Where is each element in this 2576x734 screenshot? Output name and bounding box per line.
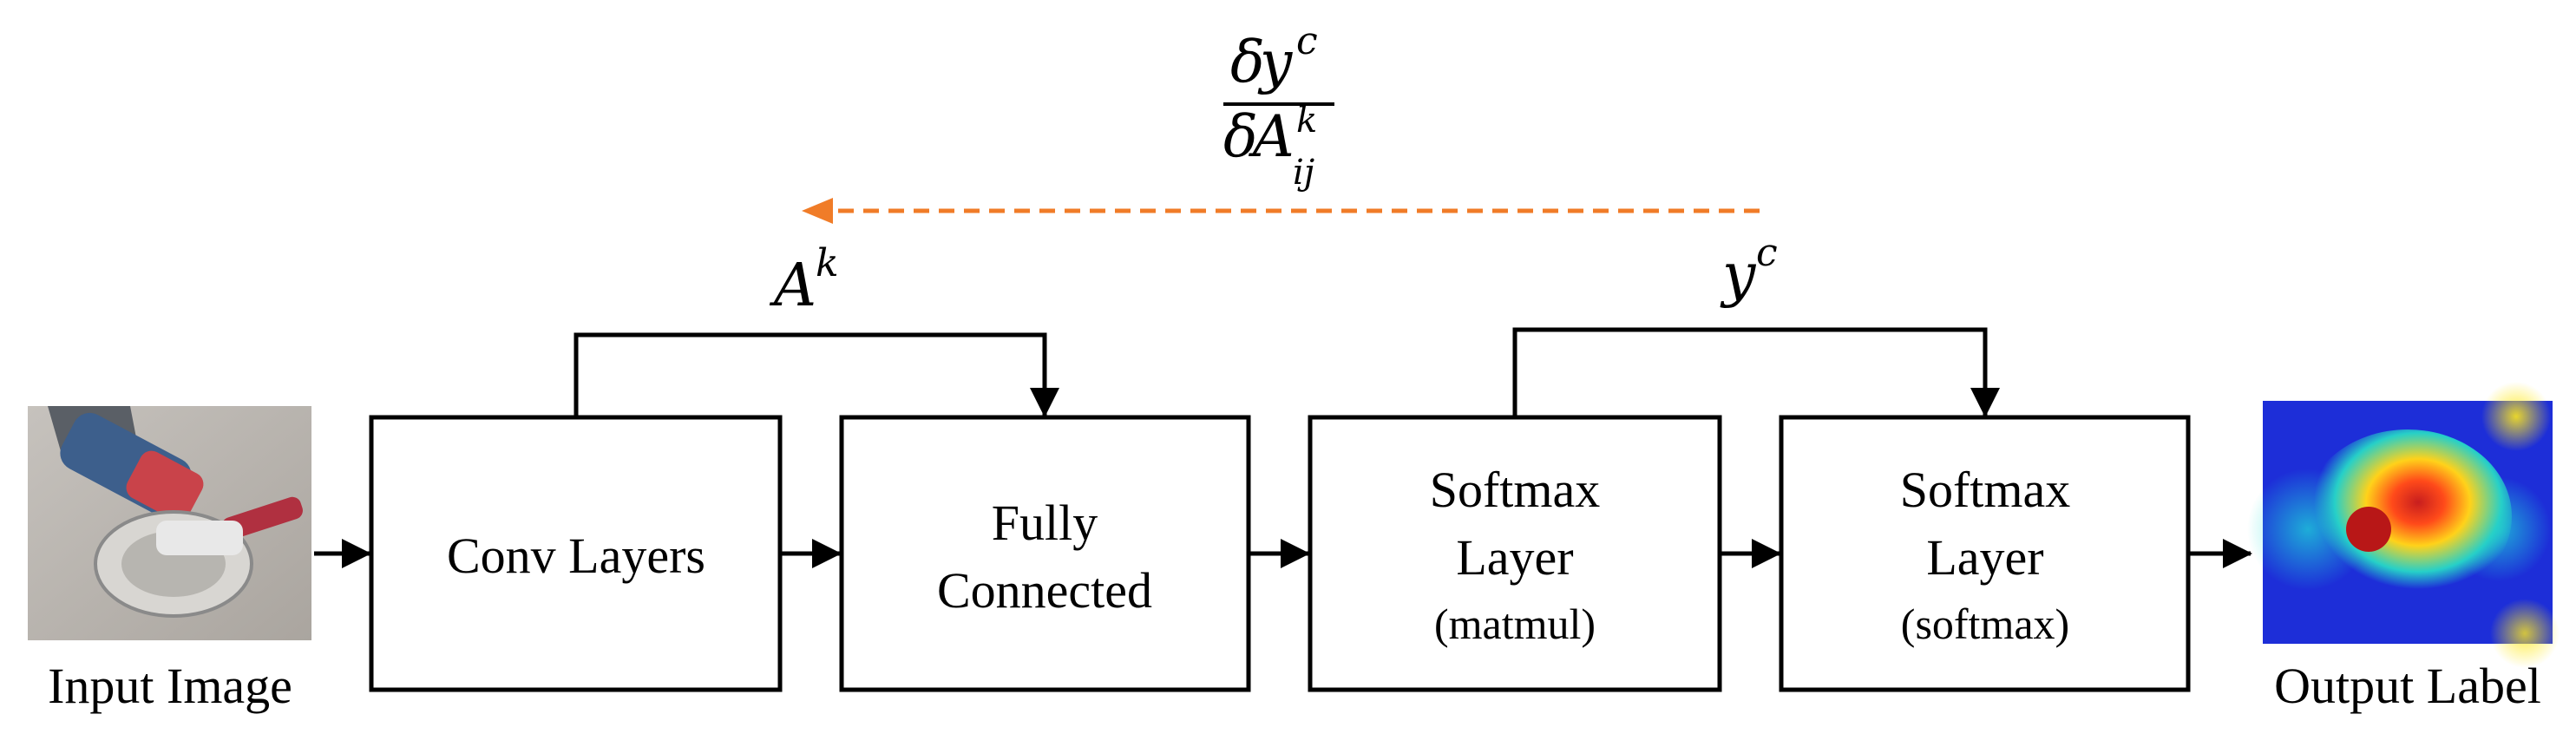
activation-connector	[574, 332, 1059, 417]
svg-text:δ: δ	[1230, 29, 1265, 95]
activation-label: A k	[769, 241, 839, 320]
softmax-matmul-block	[1308, 415, 1722, 692]
svg-text:ij: ij	[1293, 153, 1314, 193]
fully-connected-line2: Connected	[937, 562, 1152, 619]
svg-text:k: k	[816, 241, 839, 285]
svg-text:y: y	[1257, 29, 1293, 95]
softmax-softmax-block	[1779, 415, 2191, 692]
input-image-label: Input Image	[48, 658, 292, 714]
softmax-matmul-line1: Softmax	[1430, 462, 1601, 518]
score-label: y c	[1720, 231, 1778, 310]
conv-layers-label: Conv Layers	[447, 528, 705, 584]
fully-connected-block	[839, 415, 1251, 692]
softmax-softmax-line3: (softmax)	[1901, 600, 2069, 648]
svg-text:A: A	[1248, 103, 1295, 170]
output-label-text: Output Label	[2274, 658, 2541, 714]
fully-connected-line1: Fully	[992, 495, 1098, 551]
svg-text:δ: δ	[1223, 103, 1258, 170]
svg-text:c: c	[1756, 231, 1778, 275]
svg-text:k: k	[1296, 101, 1317, 141]
gradient-formula: δ y c δ A k ij	[1223, 19, 1334, 193]
softmax-softmax-line1: Softmax	[1900, 462, 2071, 518]
svg-text:c: c	[1296, 19, 1318, 63]
softmax-softmax-line2: Layer	[1926, 529, 2043, 586]
svg-text:A: A	[769, 252, 816, 320]
input-image-photo	[28, 406, 311, 640]
output-heatmap	[2247, 382, 2560, 668]
svg-text:y: y	[1720, 241, 1757, 310]
score-connector	[1512, 327, 2000, 417]
softmax-matmul-line2: Layer	[1456, 529, 1573, 586]
softmax-matmul-line3: (matmul)	[1434, 600, 1596, 648]
